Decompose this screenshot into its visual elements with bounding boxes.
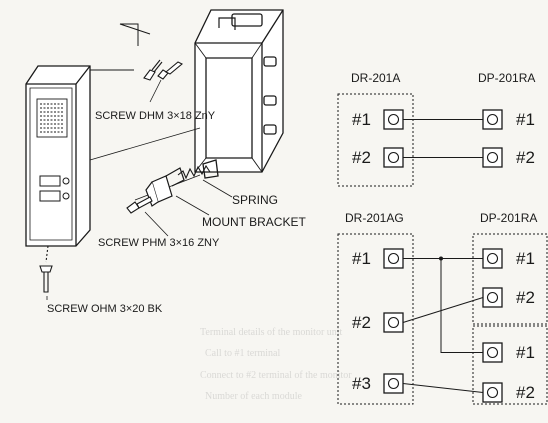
top-left-terminal-1-screw bbox=[387, 113, 400, 126]
bottom-right-lower-term-1-label: #1 bbox=[516, 343, 535, 362]
bottom-right-upper-terminal-2-screw bbox=[486, 291, 499, 304]
bottom-right-upper-term-2-label: #2 bbox=[516, 288, 535, 307]
bottom-left-title: DR-201AG bbox=[345, 211, 404, 225]
label-spring: SPRING bbox=[232, 193, 278, 207]
top-left-term-1-label: #1 bbox=[352, 110, 371, 129]
assembly-line-1 bbox=[89, 127, 201, 161]
bottom-right-upper-term-1-label: #1 bbox=[516, 249, 535, 268]
wall-outline bbox=[74, 23, 151, 71]
bottom-left-term-3-label: #3 bbox=[352, 374, 371, 393]
bottom-right-lower-terminal-1-screw bbox=[486, 346, 499, 359]
exploded-view bbox=[25, 9, 284, 300]
top-left-term-2-label: #2 bbox=[352, 148, 371, 167]
bottom-left-term-1-label: #1 bbox=[352, 249, 371, 268]
label-screw-phm: SCREW PHM 3×16 ZNY bbox=[98, 237, 220, 249]
screw-ohm bbox=[39, 245, 53, 293]
top-right-title: DP-201RA bbox=[478, 71, 535, 85]
bottom-right-lower-term-2-label: #2 bbox=[516, 383, 535, 402]
top-left-terminal-2 bbox=[383, 147, 404, 168]
spring bbox=[177, 164, 211, 180]
bottom-left-terminal-1-screw bbox=[387, 252, 400, 265]
bleed-line-3: Connect to #2 terminal of the monitor bbox=[200, 370, 352, 381]
top-right-terminal-2 bbox=[482, 147, 503, 168]
call-buttons bbox=[39, 175, 70, 202]
bleed-line-1: Terminal details of the monitor unit bbox=[200, 327, 343, 338]
speaker-grille bbox=[36, 98, 68, 138]
screw-dhm bbox=[143, 59, 183, 103]
bottom-right-lower-terminal-2 bbox=[482, 382, 503, 403]
bottom-right-upper-terminal-1 bbox=[482, 248, 503, 269]
bottom-left-term-2-label: #2 bbox=[352, 313, 371, 332]
bottom-right-upper-terminal-1-screw bbox=[486, 252, 499, 265]
wiring-top: DR-201A DP-201RA #1 #2 #1 #2 bbox=[337, 71, 535, 187]
top-left-terminal-1 bbox=[383, 109, 404, 130]
bleed-through-text: Terminal details of the monitor unit Cal… bbox=[200, 327, 352, 402]
bottom-left-terminal-1 bbox=[383, 248, 404, 269]
screw-phm bbox=[126, 196, 153, 214]
bottom-right-lower-frame bbox=[472, 325, 548, 405]
top-right-term-2-label: #2 bbox=[516, 148, 535, 167]
leader-phm bbox=[144, 211, 169, 237]
bleed-line-2: Call to #1 terminal bbox=[205, 348, 280, 359]
bottom-wire-call-1 bbox=[402, 297, 484, 323]
bottom-wire-call-2 bbox=[402, 383, 484, 393]
top-right-terminal-1 bbox=[482, 109, 503, 130]
bleed-line-4: Number of each module bbox=[205, 391, 302, 402]
bottom-right-title: DP-201RA bbox=[480, 211, 537, 225]
label-screw-ohm: SCREW OHM 3×20 BK bbox=[47, 303, 163, 315]
label-mount-bracket: MOUNT BRACKET bbox=[202, 215, 306, 229]
bottom-right-lower-terminal-1 bbox=[482, 342, 503, 363]
wiring-bottom: DR-201AG DP-201RA #1 #2 #3 #1 #2 #1 #2 bbox=[337, 211, 548, 405]
bottom-left-terminal-2 bbox=[383, 312, 404, 333]
bottom-right-upper-terminal-2 bbox=[482, 287, 503, 308]
bottom-wire-common-lower bbox=[440, 258, 483, 353]
bottom-left-terminal-3-screw bbox=[387, 377, 400, 390]
bottom-left-terminal-2-screw bbox=[387, 316, 400, 329]
top-left-unit-frame bbox=[337, 93, 414, 187]
top-left-title: DR-201A bbox=[351, 71, 400, 85]
leader-spring bbox=[202, 179, 233, 198]
door-station-panel bbox=[25, 65, 91, 247]
bottom-right-upper-frame bbox=[472, 233, 548, 325]
top-right-term-1-label: #1 bbox=[516, 110, 535, 129]
top-left-terminal-2-screw bbox=[387, 151, 400, 164]
leader-bracket bbox=[175, 195, 210, 216]
bottom-right-lower-terminal-2-screw bbox=[486, 386, 499, 399]
back-box bbox=[194, 9, 284, 179]
top-right-terminal-1-screw bbox=[486, 113, 499, 126]
top-right-terminal-2-screw bbox=[486, 151, 499, 164]
bottom-left-terminal-3 bbox=[383, 373, 404, 394]
label-screw-dhm: SCREW DHM 3×18 ZnY bbox=[95, 110, 216, 122]
